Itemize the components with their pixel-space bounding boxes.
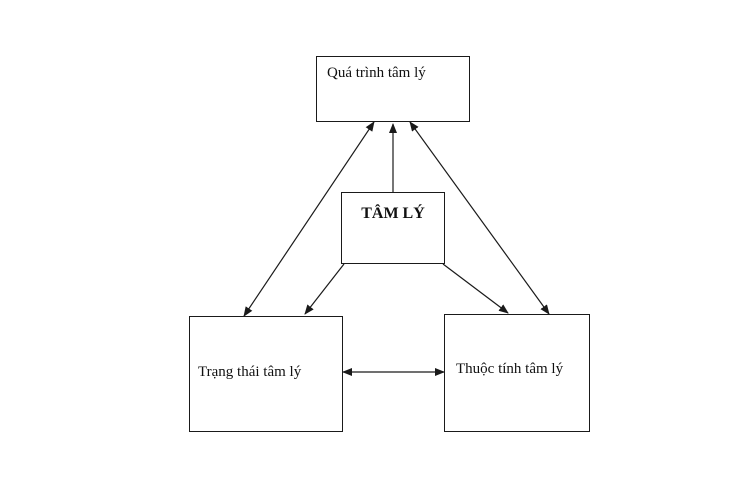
node-label: TÂM LÝ [361, 205, 425, 222]
node-thuoc-tinh-tam-ly: Thuộc tính tâm lý [444, 314, 590, 432]
node-label: Quá trình tâm lý [327, 65, 426, 81]
node-label: Trạng thái tâm lý [198, 364, 302, 380]
edge-qua-trinh-trang-thai [243, 121, 375, 317]
edge-qua-trinh-thuoc-tinh [409, 121, 550, 315]
node-label: Thuộc tính tâm lý [456, 361, 564, 377]
node-tam-ly: TÂM LÝ [341, 192, 445, 264]
node-qua-trinh-tam-ly: Quá trình tâm lý [316, 56, 470, 122]
edge-tam-ly-to-trang-thai [304, 263, 345, 315]
node-trang-thai-tam-ly: Trạng thái tâm lý [189, 316, 343, 432]
edge-tam-ly-to-thuoc-tinh [442, 263, 509, 314]
